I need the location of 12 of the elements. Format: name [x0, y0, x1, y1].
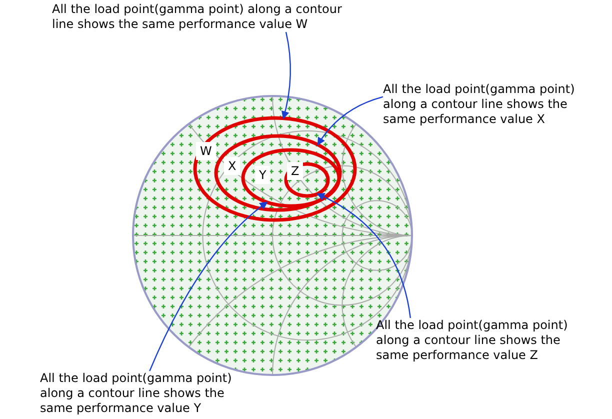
- contour-label: Y: [255, 166, 270, 184]
- contour-label: Z: [287, 162, 304, 180]
- leader-arrow: [149, 202, 268, 372]
- leader-arrow: [317, 96, 384, 146]
- callout-text: All the load point(gamma point) along a contour line shows the same performance value Z: [376, 318, 591, 363]
- contour-label: W: [196, 142, 216, 160]
- leader-arrow: [316, 193, 411, 318]
- callout-text: All the load point(gamma point) along a contour line shows the same performance value W: [52, 2, 352, 32]
- callout-text: All the load point(gamma point) along a contour line shows the same performance value X: [383, 82, 598, 127]
- leader-arrow: [281, 32, 291, 120]
- contour-label: X: [224, 157, 240, 175]
- callout-text: All the load point(gamma point) along a contour line shows the same performance value Y: [40, 371, 255, 416]
